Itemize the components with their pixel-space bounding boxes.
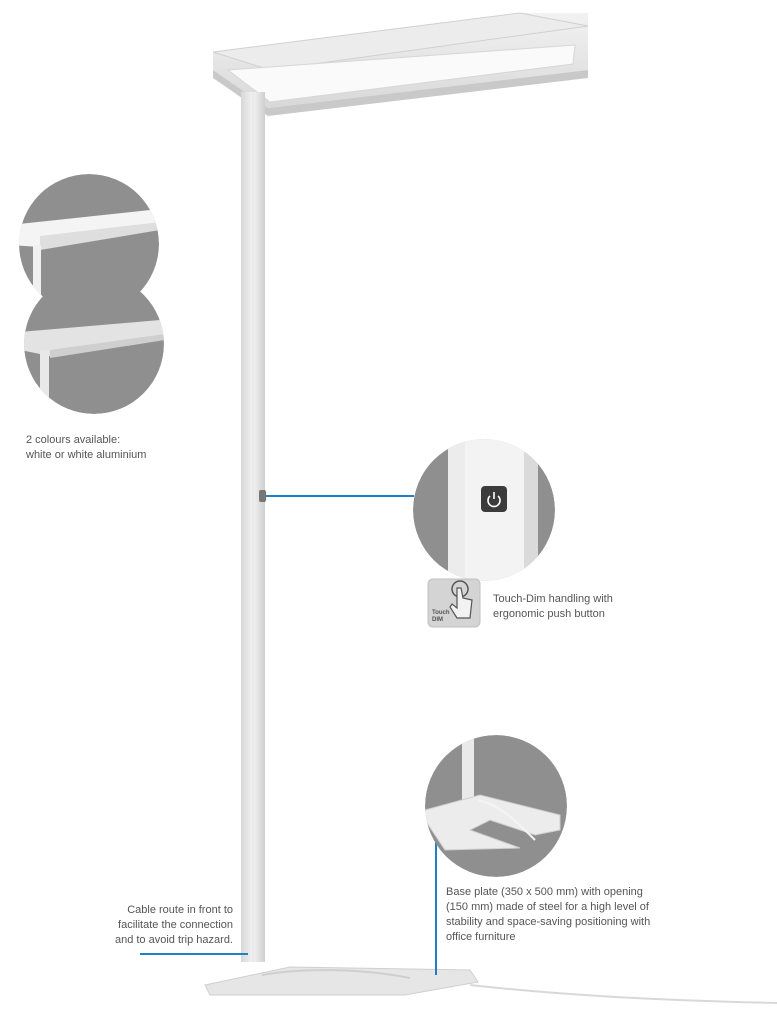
caption-line: 2 colours available:	[26, 434, 121, 446]
caption-line: and to avoid trip hazard.	[114, 934, 233, 946]
detail-circle-aluminium	[24, 274, 164, 414]
badge-label-dim: DIM	[432, 617, 443, 623]
caption-base-plate: Base plate (350 x 500 mm) with opening (…	[446, 885, 676, 945]
detail-circle-base	[425, 735, 567, 877]
callout-lines	[140, 495, 437, 975]
hand-pointer-icon	[449, 587, 473, 619]
caption-line: white or white aluminium	[26, 449, 147, 461]
caption-line: Touch-Dim handling with	[493, 593, 613, 605]
power-icon	[487, 492, 501, 508]
caption-touch-dim: Touch-Dim handling with ergonomic push b…	[493, 592, 613, 622]
caption-line: ergonomic push button	[493, 608, 605, 620]
caption-line: Base plate (350 x 500 mm) with opening	[446, 886, 643, 898]
caption-line: Cable route in front to	[127, 904, 233, 916]
caption-line: office furniture	[446, 931, 516, 943]
caption-line: (150 mm) made of steel for a high level …	[446, 901, 649, 913]
lamp-pole	[241, 92, 266, 962]
caption-line: facilitate the connection	[118, 919, 233, 931]
caption-colours: 2 colours available: white or white alum…	[26, 433, 146, 463]
caption-cable-route: Cable route in front to facilitate the c…	[96, 903, 233, 948]
badge-label-touch: Touch	[432, 610, 450, 616]
lamp-base	[204, 966, 777, 1004]
detail-circle-touch	[413, 439, 555, 581]
caption-line: stability and space-saving positioning w…	[446, 916, 651, 928]
lamp-head	[212, 12, 589, 116]
detail-circle-white	[19, 174, 159, 314]
